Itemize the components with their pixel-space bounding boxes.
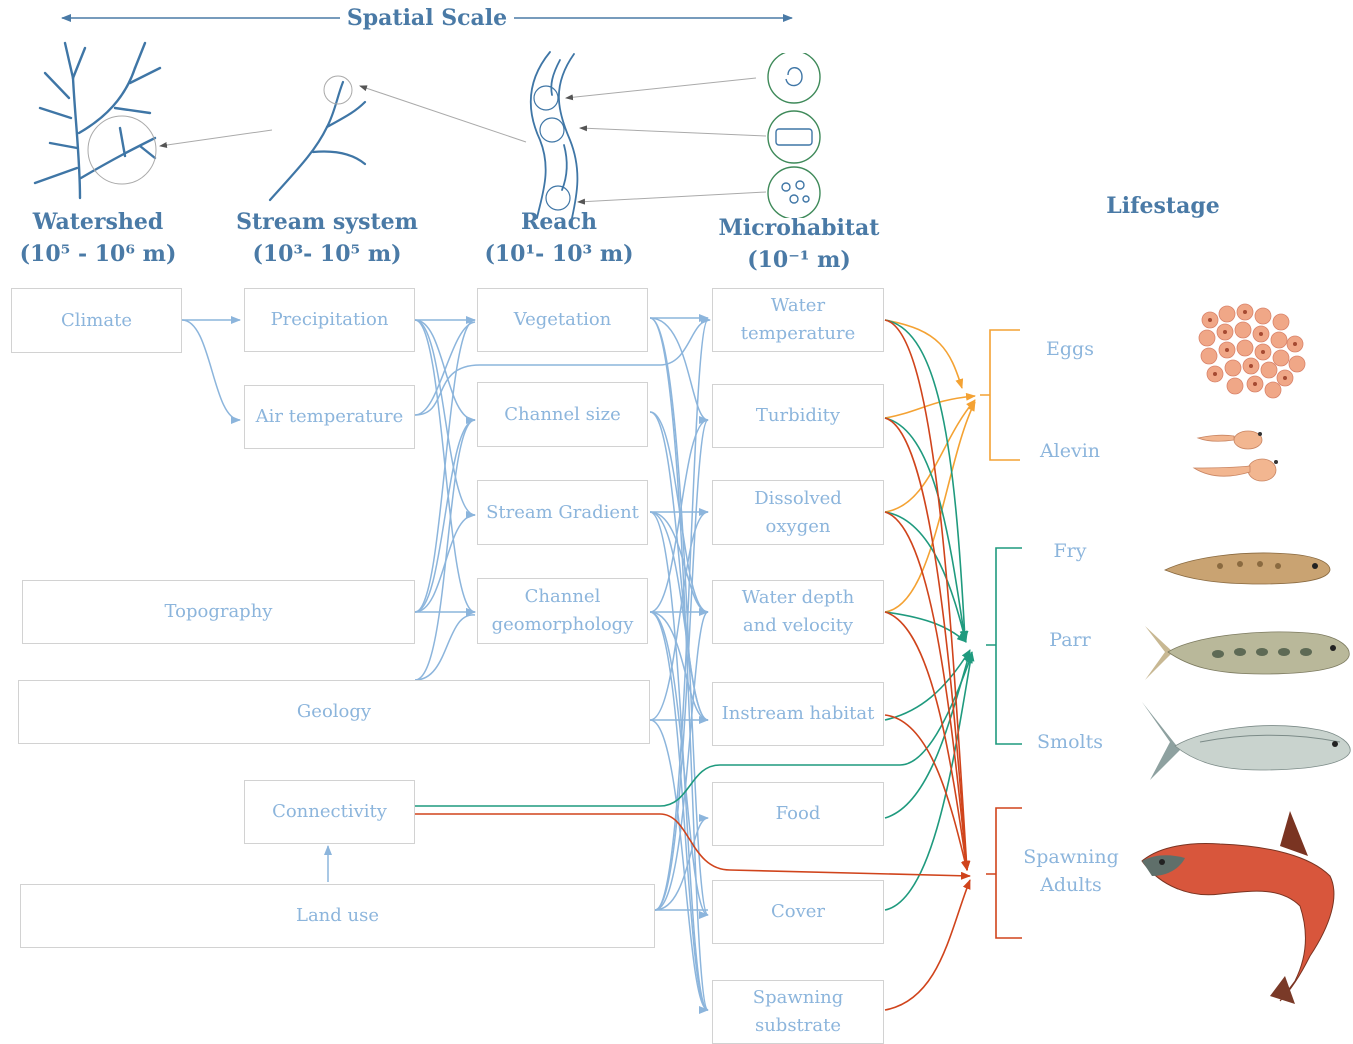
factor-instream-habitat: Instream habitat (712, 682, 884, 746)
reach-icon (529, 51, 579, 219)
scale-name: Microhabitat (718, 215, 880, 241)
zoom-pointers (159, 77, 767, 205)
scale-range: (10¹- 10³ m) (484, 241, 634, 267)
factor-connectivity: Connectivity (244, 780, 415, 844)
alevin-icon (1192, 430, 1278, 482)
factor-spawning-substrate: Spawning substrate (712, 980, 884, 1044)
orange-arrows (884, 319, 976, 613)
red-arrows (415, 319, 971, 1011)
stream-system-icon (268, 75, 367, 202)
factor-water-depth-velocity: Water depth and velocity (712, 580, 884, 644)
lifestage-smolts: Smolts (1037, 731, 1103, 753)
spatial-scale-title: Spatial Scale (346, 5, 508, 31)
factor-air-temperature: Air temperature (244, 385, 415, 449)
smolts-icon (1142, 702, 1351, 780)
factor-stream-gradient: Stream Gradient (477, 480, 648, 545)
scale-stream-system: Stream system (10³- 10⁵ m) (232, 206, 422, 270)
factor-vegetation: Vegetation (477, 288, 648, 352)
fry-icon (1164, 552, 1331, 585)
factor-channel-geomorphology: Channel geomorphology (477, 578, 648, 644)
factor-topography: Topography (22, 580, 415, 644)
scale-microhabitat: Microhabitat (10⁻¹ m) (710, 212, 888, 276)
factor-geology: Geology (18, 680, 650, 744)
scale-name: Stream system (236, 209, 418, 235)
scale-reach: Reach (10¹- 10³ m) (484, 206, 634, 270)
parr-icon (1145, 626, 1350, 680)
factor-dissolved-oxygen: Dissolved oxygen (712, 480, 884, 545)
bracket-adults (986, 807, 1022, 939)
watershed-icon (33, 41, 162, 200)
lifestage-fry: Fry (1053, 540, 1087, 562)
scale-range: (10⁵ - 10⁶ m) (19, 241, 177, 267)
factor-turbidity: Turbidity (712, 384, 884, 448)
factor-channel-size: Channel size (477, 382, 648, 447)
lifestage-eggs: Eggs (1046, 338, 1094, 360)
scale-range: (10³- 10⁵ m) (252, 241, 402, 267)
lifestage-title: Lifestage (1106, 193, 1220, 219)
blue-arrows (181, 314, 711, 1014)
bracket-juvenile (986, 547, 1022, 745)
factor-precipitation: Precipitation (244, 288, 415, 352)
scale-name: Watershed (32, 209, 164, 235)
lifestage-parr: Parr (1049, 629, 1091, 651)
spawning-adult-icon (1141, 811, 1335, 1004)
factor-water-temperature: Water temperature (712, 288, 884, 352)
bracket-egg-alevin (980, 329, 1020, 461)
scale-range: (10⁻¹ m) (747, 247, 851, 273)
eggs-icon (1198, 303, 1306, 399)
microhabitat-icon (767, 53, 821, 218)
scale-name: Reach (521, 209, 597, 235)
factor-food: Food (712, 782, 884, 846)
factor-climate: Climate (11, 288, 182, 353)
lifestage-alevin: Alevin (1039, 440, 1101, 462)
scale-watershed: Watershed (10⁵ - 10⁶ m) (18, 206, 178, 270)
factor-cover: Cover (712, 880, 884, 944)
lifestage-spawning-adults: Spawning Adults (1023, 846, 1119, 896)
factor-land-use: Land use (20, 884, 655, 948)
